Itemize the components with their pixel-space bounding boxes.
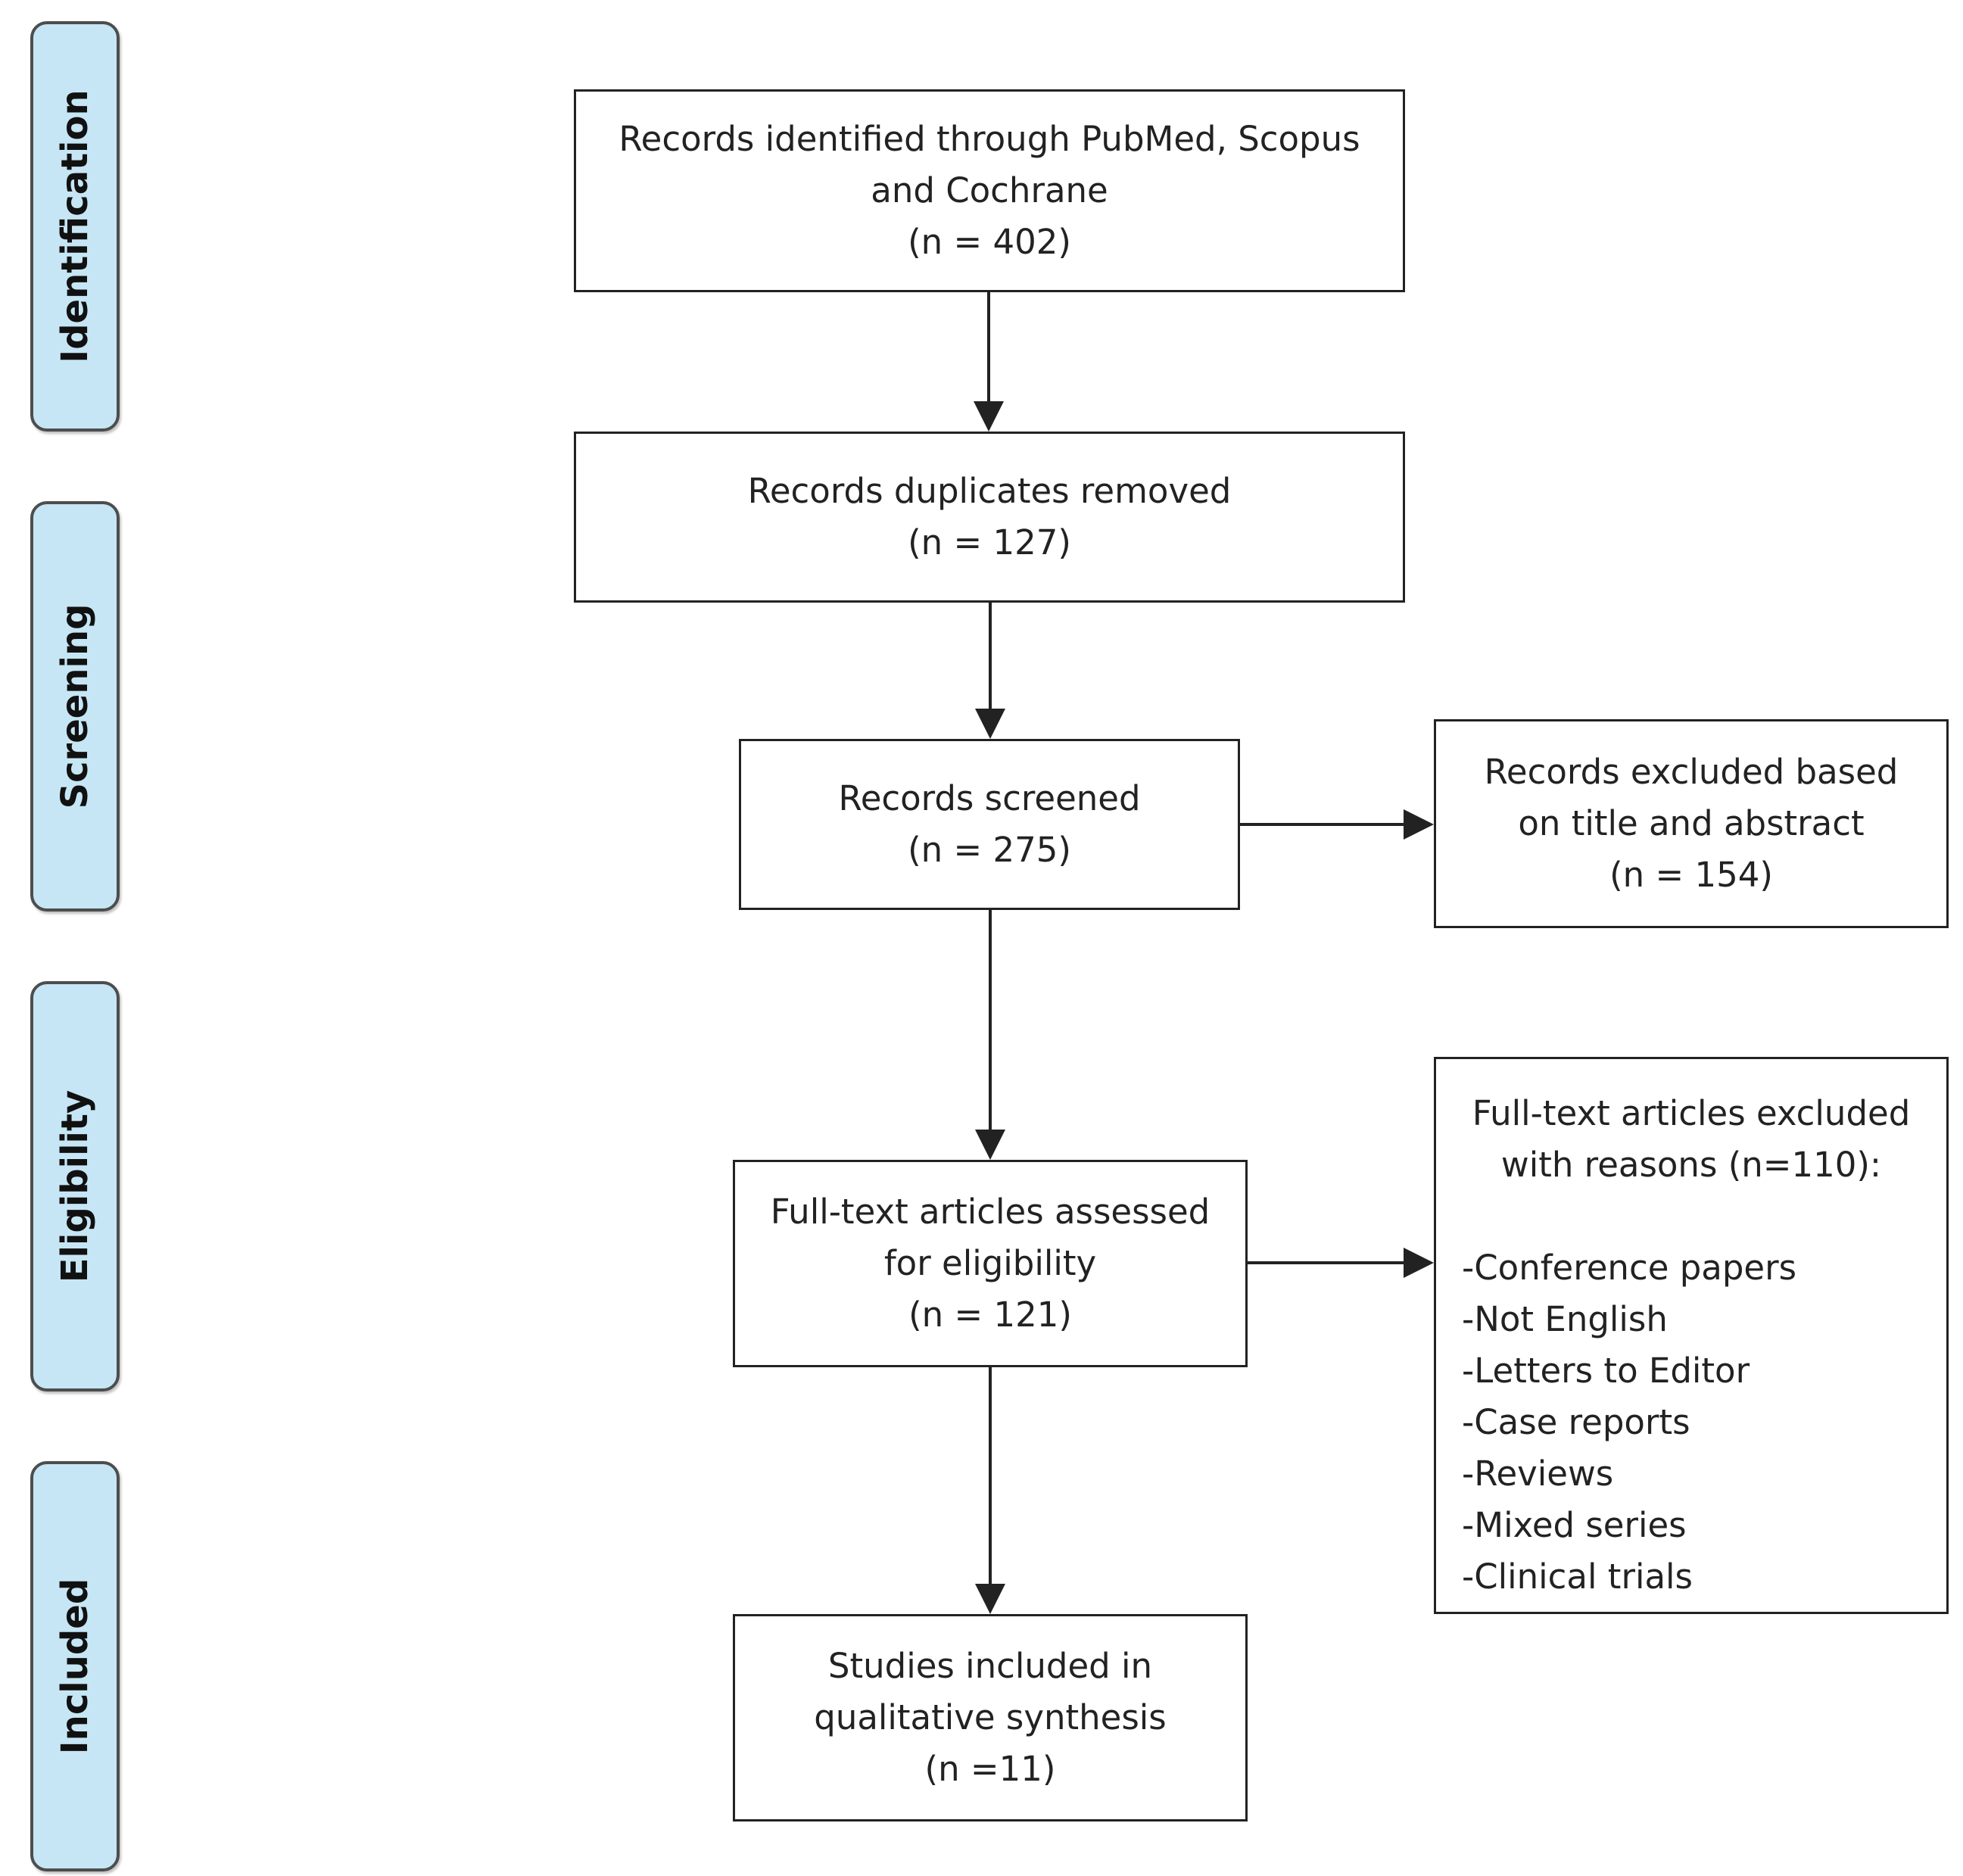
exclusion-reason: -Clinical trials	[1462, 1557, 1693, 1597]
box-excluded-title-abstract: Records excluded based on title and abst…	[1434, 719, 1949, 928]
box-text-line: with reasons (n=110):	[1500, 1145, 1882, 1185]
exclusion-reason: -Not English	[1462, 1299, 1668, 1339]
phase-eligibility: Eligibility	[30, 981, 120, 1391]
phase-included: Included	[30, 1461, 120, 1871]
box-text-line: (n = 127)	[908, 522, 1071, 562]
box-text-line: Records identified through PubMed, Scopu…	[619, 119, 1360, 159]
box-text-line: Full-text articles excluded	[1472, 1093, 1911, 1133]
box-records-identified: Records identified through PubMed, Scopu…	[574, 89, 1405, 292]
box-text-line: Records excluded based	[1484, 752, 1899, 792]
box-text-line: qualitative synthesis	[814, 1697, 1167, 1737]
phase-label: Identification	[54, 89, 96, 363]
box-duplicates-removed: Records duplicates removed (n = 127)	[574, 432, 1405, 603]
box-studies-included: Studies included in qualitative synthesi…	[733, 1614, 1248, 1821]
phase-screening: Screening	[30, 501, 120, 912]
box-fulltext-assessed: Full-text articles assessed for eligibil…	[733, 1160, 1248, 1367]
exclusion-reason: -Mixed series	[1462, 1505, 1687, 1545]
box-text-line: Studies included in	[827, 1646, 1153, 1686]
box-text-line: and Cochrane	[871, 170, 1108, 210]
exclusion-reasons-list: -Conference papers -Not English -Letters…	[1436, 1242, 1796, 1603]
phase-identification: Identification	[30, 21, 120, 432]
box-text-line: (n = 154)	[1609, 855, 1773, 895]
box-text-line: (n = 121)	[908, 1295, 1072, 1335]
box-text-line: Records screened	[838, 778, 1141, 818]
box-text-line: for eligibility	[883, 1243, 1097, 1283]
box-text-line: (n = 402)	[908, 222, 1071, 262]
exclusion-reason: -Conference papers	[1462, 1248, 1797, 1288]
box-text-line: (n =11)	[924, 1749, 1056, 1789]
box-text-line: on title and abstract	[1518, 803, 1865, 843]
exclusion-reason: -Case reports	[1462, 1402, 1690, 1442]
phase-label: Eligibility	[54, 1089, 96, 1283]
box-text-line: (n = 275)	[908, 830, 1071, 870]
phase-label: Screening	[54, 603, 96, 809]
box-records-screened: Records screened (n = 275)	[739, 739, 1240, 910]
box-fulltext-excluded-reasons: Full-text articles excluded with reasons…	[1434, 1057, 1949, 1614]
phase-label: Included	[54, 1578, 96, 1755]
exclusion-reason: -Letters to Editor	[1462, 1351, 1750, 1391]
box-text-line: Full-text articles assessed	[770, 1192, 1211, 1232]
box-text-line: Records duplicates removed	[747, 471, 1232, 511]
exclusion-reason: -Reviews	[1462, 1454, 1614, 1494]
